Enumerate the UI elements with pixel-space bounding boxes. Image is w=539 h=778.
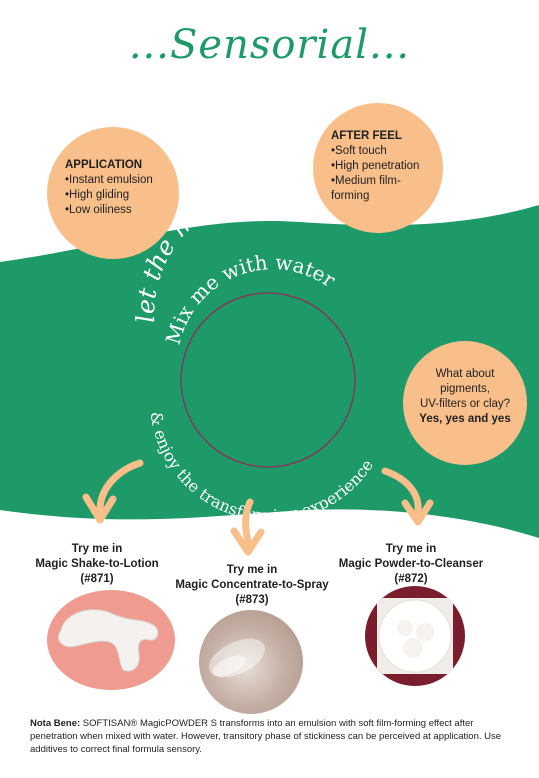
pigments-question-3: UV-filters or clay? bbox=[419, 398, 511, 410]
after-feel-item: Medium film-forming bbox=[331, 174, 439, 204]
product-label-line: Magic Concentrate-to-Spray bbox=[175, 579, 329, 591]
product-label-line: (#872) bbox=[394, 573, 428, 585]
nota-bene: Nota Bene: SOFTISAN® MagicPOWDER S trans… bbox=[30, 717, 514, 756]
product-label-line: Magic Shake-to-Lotion bbox=[35, 558, 159, 570]
product-label-line: Try me in bbox=[226, 564, 278, 576]
application-bubble: APPLICATION Instant emulsion High glidin… bbox=[47, 127, 179, 259]
cleanser-image bbox=[365, 586, 465, 686]
application-item: Instant emulsion bbox=[65, 173, 177, 188]
product-label-spray: Try me in Magic Concentrate-to-Spray (#8… bbox=[157, 563, 347, 608]
nota-bene-lead: Nota Bene: bbox=[30, 718, 81, 729]
product-label-line: Magic Powder-to-Cleanser bbox=[338, 558, 484, 570]
product-label-line: (#873) bbox=[235, 594, 269, 606]
product-label-line: Try me in bbox=[71, 543, 123, 555]
pigments-bubble: What about pigments, UV-filters or clay?… bbox=[403, 341, 527, 465]
application-item: Low oiliness bbox=[65, 203, 177, 218]
application-item: High gliding bbox=[65, 188, 177, 203]
after-feel-heading: AFTER FEEL bbox=[331, 130, 402, 142]
arrow-right-icon bbox=[381, 467, 434, 526]
spray-image bbox=[199, 610, 303, 714]
lotion-image bbox=[47, 590, 175, 690]
product-label-lotion: Try me in Magic Shake-to-Lotion (#871) bbox=[12, 542, 182, 587]
arrow-left-icon bbox=[82, 459, 144, 524]
after-feel-item: High penetration bbox=[331, 159, 439, 174]
pigments-question-2: pigments, bbox=[440, 383, 490, 395]
page-title: ...Sensorial... bbox=[128, 22, 411, 68]
product-label-cleanser: Try me in Magic Powder-to-Cleanser (#872… bbox=[326, 542, 496, 587]
nota-bene-text: SOFTISAN® MagicPOWDER S transforms into … bbox=[30, 718, 502, 755]
after-feel-bubble: AFTER FEEL Soft touch High penetration M… bbox=[313, 103, 443, 233]
pigments-answer: Yes, yes and yes bbox=[419, 413, 511, 425]
arrow-center-icon bbox=[230, 498, 265, 556]
pigments-question-1: What about bbox=[435, 368, 495, 380]
product-label-line: Try me in bbox=[385, 543, 437, 555]
application-heading: APPLICATION bbox=[65, 159, 143, 171]
product-label-line: (#871) bbox=[80, 573, 114, 585]
after-feel-item: Soft touch bbox=[331, 144, 439, 159]
ring-circle bbox=[180, 292, 356, 468]
